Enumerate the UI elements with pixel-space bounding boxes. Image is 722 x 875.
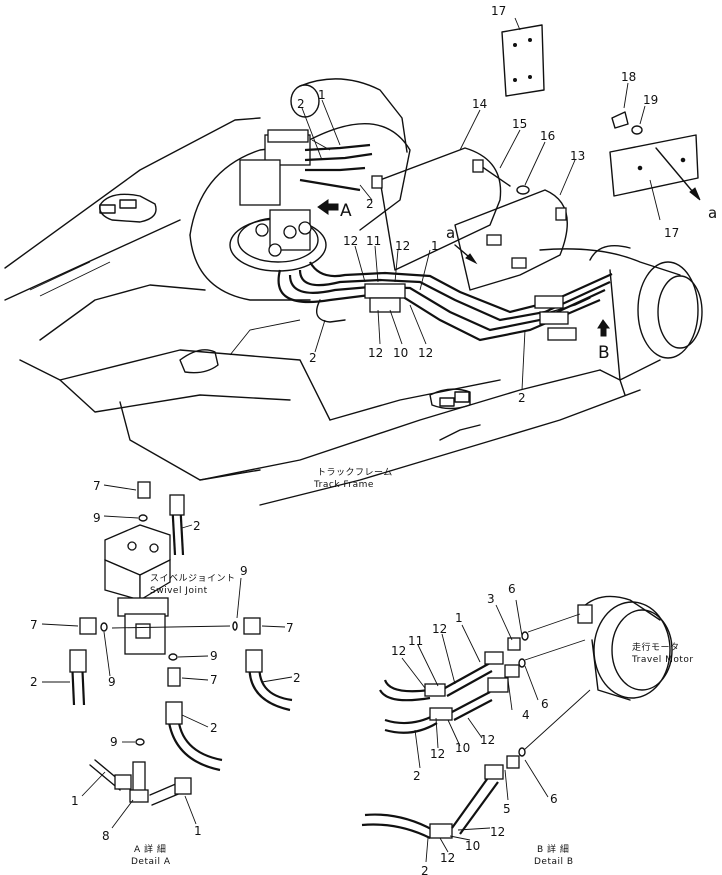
callout-19: 19 [643,93,658,107]
callout-12-e: 12 [391,644,406,658]
callout-2-b: 2 [366,197,374,211]
callout-2-d: 2 [518,391,526,405]
callout-10-c: 10 [465,839,480,853]
swivel-joint-en: Swivel Joint [150,586,208,596]
callout-numbers: 17 18 19 17 14 15 16 13 1 2 2 12 11 12 1… [30,4,679,875]
reference-letters: A B a a [340,201,717,363]
callout-12-j: 12 [490,825,505,839]
callout-7-d: 7 [210,673,218,687]
detail-a-jp: A 詳 細 [134,843,166,855]
captions: トラックフレーム Track Frame スイベルジョイント Swivel Jo… [131,467,694,867]
callout-1-mid: 1 [431,239,439,253]
callout-10-a: 10 [393,346,408,360]
cover-plates [371,24,699,291]
detail-b-drawing [361,595,673,839]
detail-a-drawing [69,481,293,806]
callout-9-e: 9 [110,735,118,749]
detail-b-en: Detail B [534,857,574,867]
callout-1-a: 1 [71,794,79,808]
callout-7-a: 7 [93,479,101,493]
swivel-joint-jp: スイベルジョイント [150,574,236,584]
callout-9-d: 9 [210,649,218,663]
callout-12-g: 12 [430,747,445,761]
travel-motor-en: Travel Motor [631,655,694,665]
callout-12-d: 12 [418,346,433,360]
callout-3: 3 [487,592,495,606]
callout-17-top: 17 [491,4,506,18]
callout-1-top: 1 [318,88,326,102]
swivel-joint-top [239,129,373,257]
callout-9-b: 9 [240,564,248,578]
callout-2-j: 2 [421,864,429,875]
callout-11-b: 11 [408,634,423,648]
leader-lines-detail-a [41,484,293,829]
leader-lines-detail-b [401,599,549,863]
track-frame-en: Track Frame [313,480,374,490]
callout-12-i: 12 [440,851,455,865]
callout-4: 4 [522,708,530,722]
travel-motor-top [539,245,703,381]
callout-10-b: 10 [455,741,470,755]
ref-a-right-label: a [708,204,717,222]
callout-2-a: 2 [297,97,305,111]
callout-11-a: 11 [366,234,381,248]
callout-12-a: 12 [343,234,358,248]
leader-lines-main [301,17,661,391]
callout-13: 13 [570,149,585,163]
callout-8: 8 [102,829,110,843]
callout-9-c: 9 [108,675,116,689]
callout-1-b: 1 [194,824,202,838]
callout-9-a: 9 [93,511,101,525]
callout-5: 5 [503,802,511,816]
callout-12-b: 12 [395,239,410,253]
reference-arrows [317,147,701,337]
callout-16: 16 [540,129,555,143]
view-arrow-b-label: B [598,343,610,363]
callout-12-h: 12 [480,733,495,747]
callout-18: 18 [621,70,636,84]
callout-2-e: 2 [193,519,201,533]
callout-6-b: 6 [541,697,549,711]
callout-2-f: 2 [30,675,38,689]
detail-a-en: Detail A [131,857,171,867]
callout-6-a: 6 [508,582,516,596]
callout-2-g: 2 [293,671,301,685]
callout-2-h: 2 [210,721,218,735]
hose-bundle [277,261,613,342]
callout-14: 14 [472,97,487,111]
track-frame-jp: トラックフレーム [317,467,393,478]
ref-a-left-label: a [446,224,455,242]
travel-motor-jp: 走行モータ [632,641,680,653]
detail-b-jp: B 詳 細 [537,843,569,855]
callout-1-c: 1 [455,611,463,625]
callout-6-c: 6 [550,792,558,806]
callout-15: 15 [512,117,527,131]
callout-12-c: 12 [368,346,383,360]
view-arrow-a-label: A [340,201,352,221]
callout-12-f: 12 [432,622,447,636]
callout-2-i: 2 [413,769,421,783]
callout-7-c: 7 [286,621,294,635]
callout-17-right: 17 [664,226,679,240]
callout-2-c: 2 [309,351,317,365]
track-frame-body [4,117,641,506]
callout-7-b: 7 [30,618,38,632]
